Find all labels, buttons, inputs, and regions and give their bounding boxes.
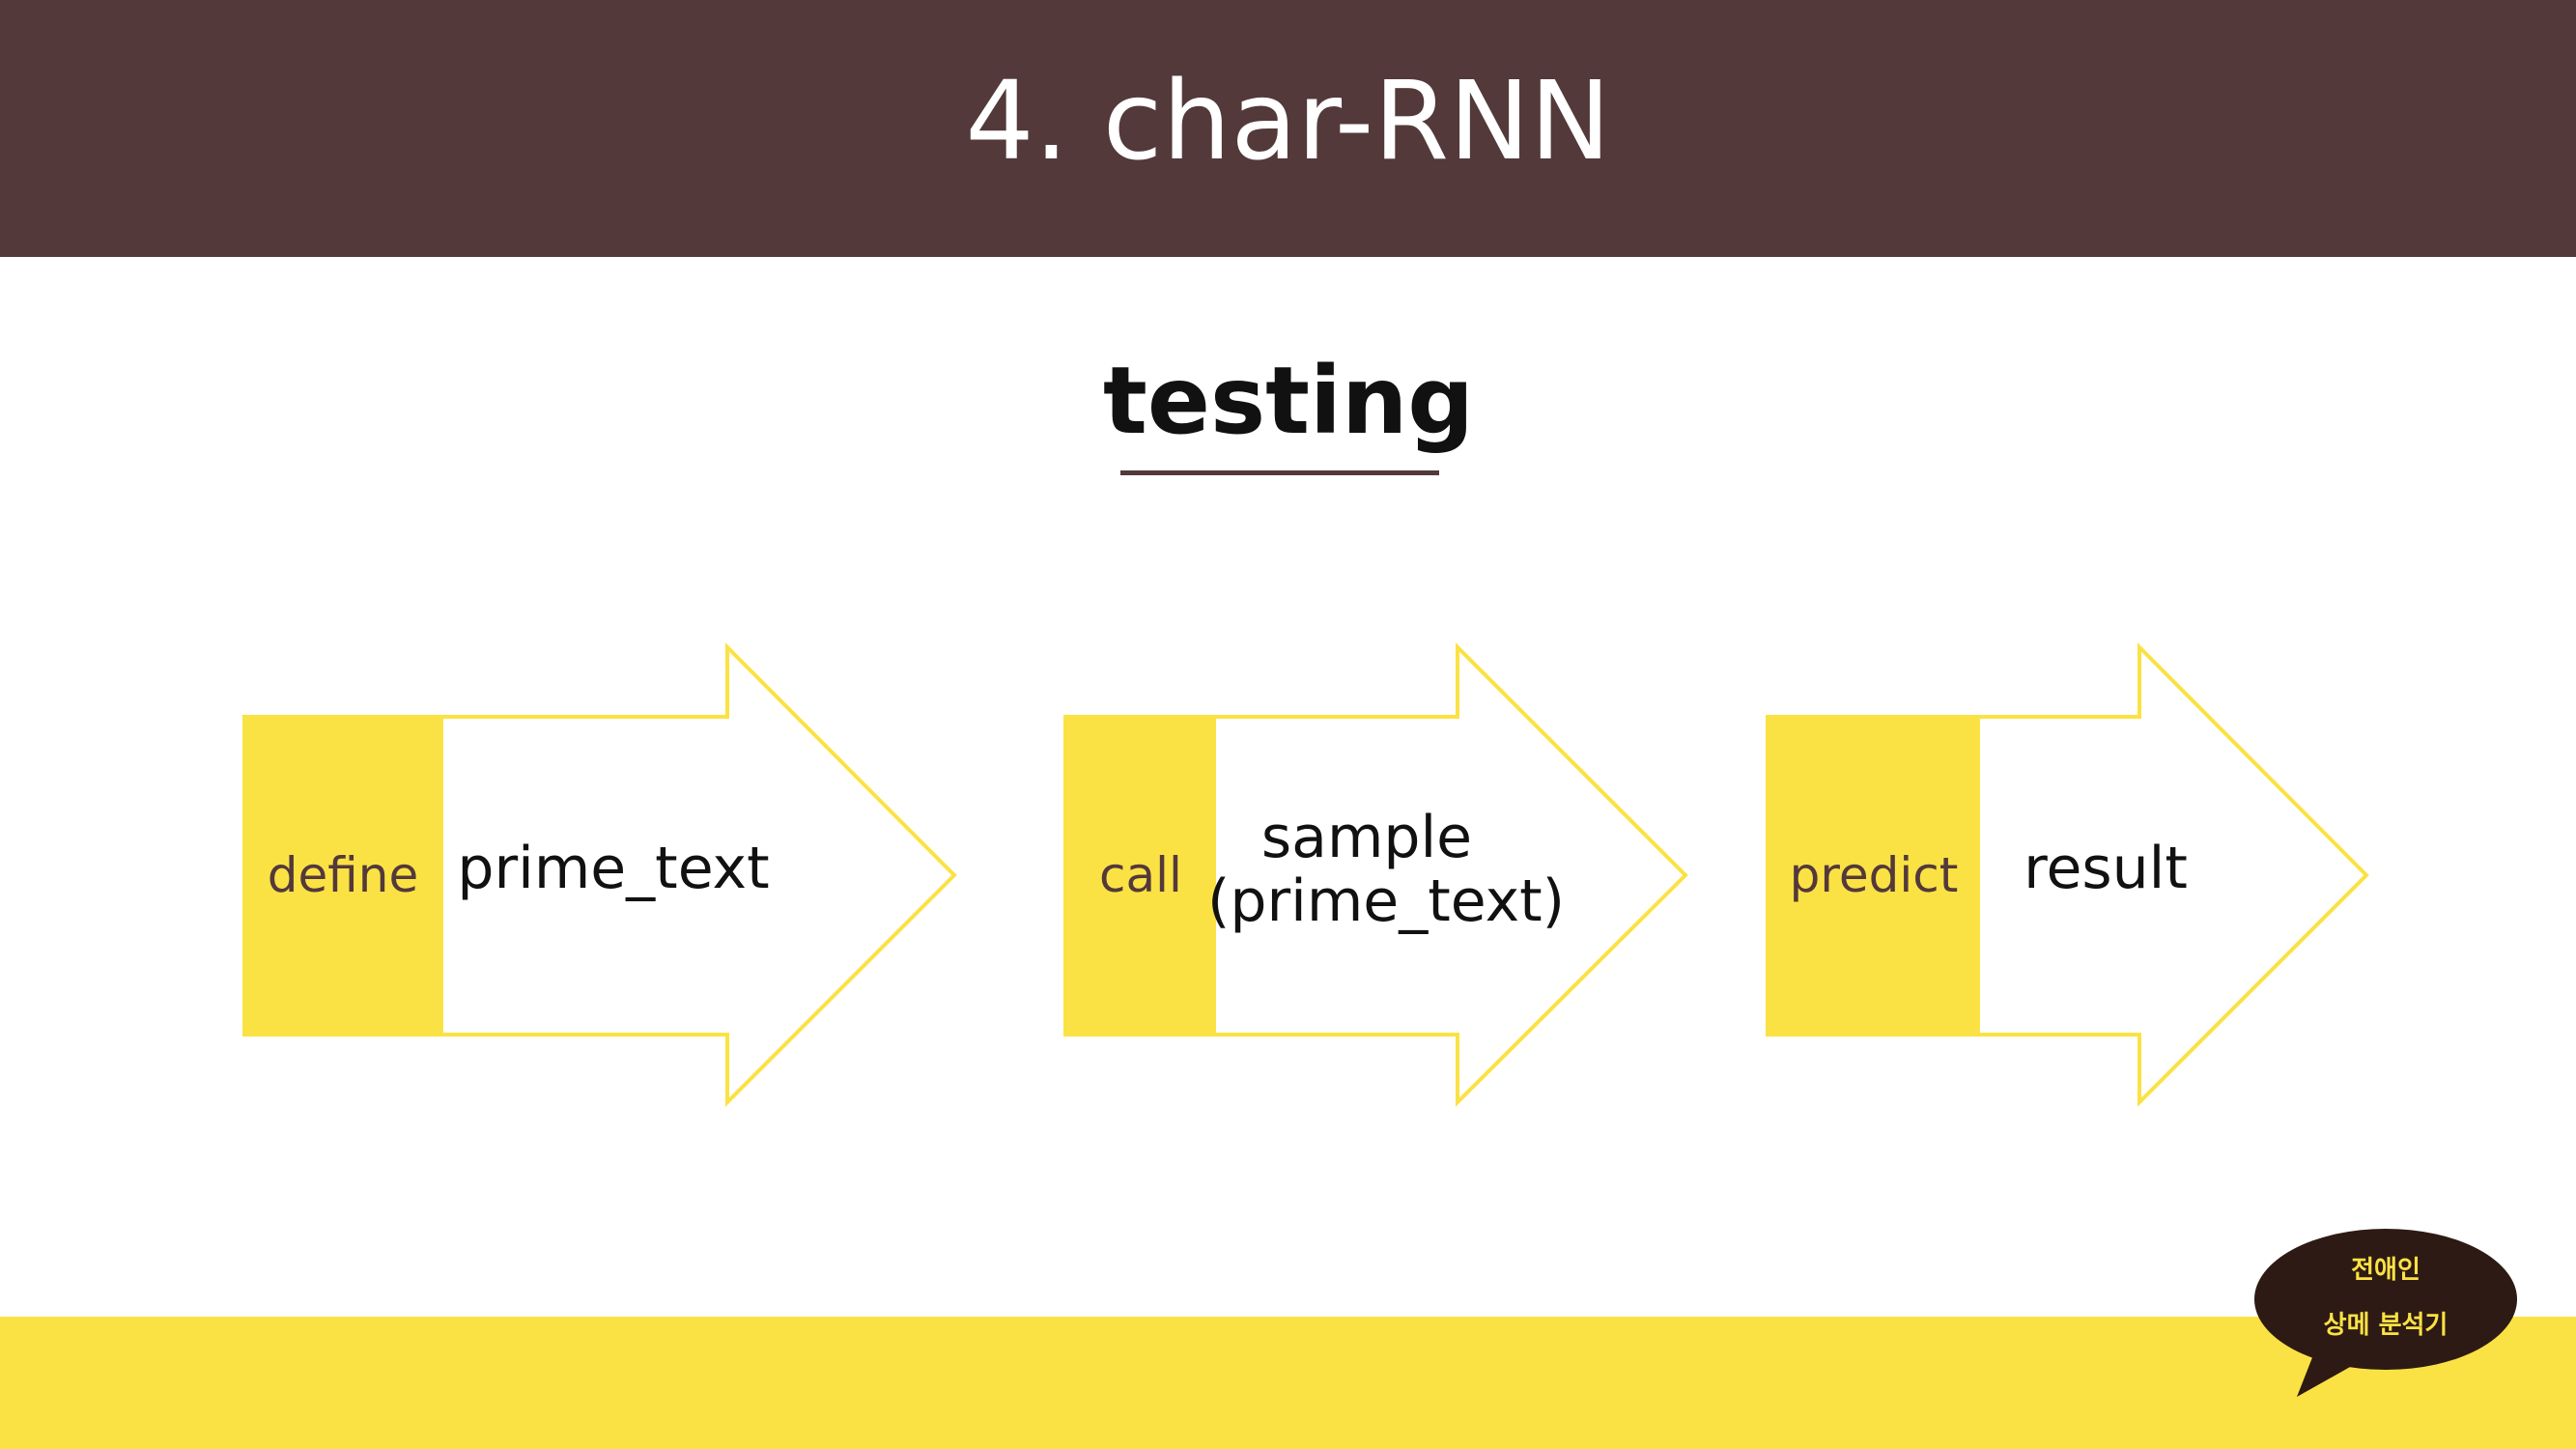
label-block-2: [1065, 717, 1216, 1035]
label-block-3: [1768, 717, 1980, 1035]
label-block-1: [242, 717, 443, 1035]
section-subtitle: testing: [1103, 347, 1474, 455]
header-bar: 4. char-RNN: [0, 0, 2576, 257]
footer-band: [0, 1317, 2576, 1449]
step-value-sample: sample (prime_text): [1207, 804, 1566, 935]
bubble-body: [2254, 1229, 2517, 1370]
step-value-result: result: [2024, 835, 2188, 902]
badge-line-2: 상메 분석기: [2323, 1311, 2449, 1340]
step-arrow-define: [242, 642, 957, 1107]
page-title: 4. char-RNN: [965, 59, 1611, 185]
speech-bubble: [2254, 1229, 2517, 1397]
badge-line-1: 전애인: [2351, 1256, 2420, 1285]
subtitle-underline: [1120, 470, 1439, 475]
bubble-tail: [2297, 1343, 2359, 1397]
step-label-define: define: [267, 847, 419, 903]
step-arrow-predict: [1766, 642, 2369, 1107]
step-label-predict: predict: [1789, 847, 1959, 903]
step-label-call: call: [1099, 847, 1182, 903]
step-arrow-call: [1063, 642, 1688, 1107]
step-value-prime-text: prime_text: [457, 835, 770, 902]
